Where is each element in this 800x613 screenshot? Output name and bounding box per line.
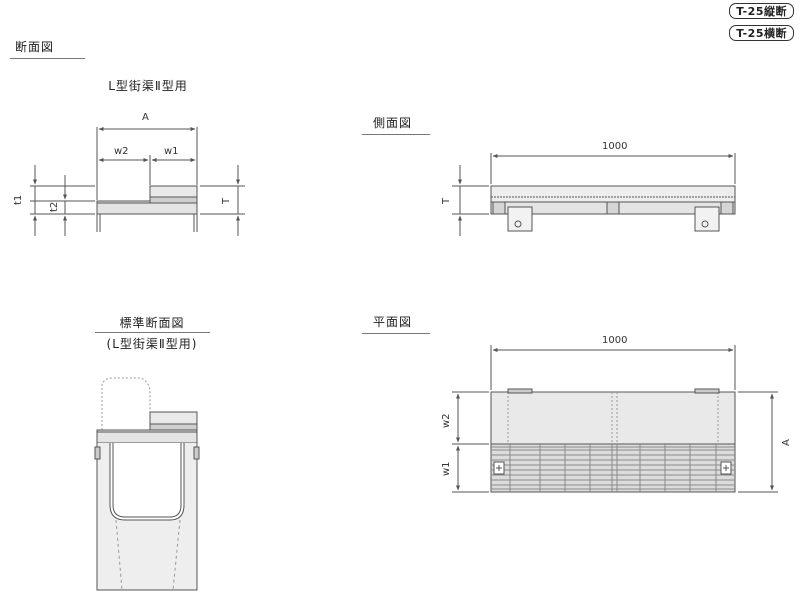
standard-section-subtitle: (L型街渠Ⅱ型用) xyxy=(106,337,198,351)
standard-section-title: 標準断面図 xyxy=(119,316,185,330)
plan-view-label: 平面図 xyxy=(373,315,413,329)
badge-t25-longitudinal: T-25縦断 xyxy=(729,3,794,19)
plan-dim-w2-label: w2 xyxy=(441,413,452,428)
badge-t25-transverse: T-25横断 xyxy=(729,25,794,41)
cross-section-title: L型街渠Ⅱ型用 xyxy=(108,79,188,93)
section-label: 断面図 xyxy=(15,40,55,54)
plan-view-rule xyxy=(362,333,430,334)
dim-t1-label: t1 xyxy=(13,195,24,205)
plan-grating-bars xyxy=(491,444,735,492)
dim-w2-label: w2 xyxy=(114,146,129,157)
plan-dim-A-label: A xyxy=(781,439,792,446)
dim-w1-label: w1 xyxy=(164,146,179,157)
dim-t2-label: t2 xyxy=(49,202,60,212)
cross-section-drawing xyxy=(30,127,245,236)
side-dim-T-label: T xyxy=(441,197,452,205)
dim-T-label: T xyxy=(221,197,232,205)
side-view-label: 側面図 xyxy=(373,116,413,130)
standard-section-rule xyxy=(95,332,210,333)
plan-dim-w1-label: w1 xyxy=(441,461,452,476)
dim-A-label: A xyxy=(142,112,149,123)
side-view-rule xyxy=(362,134,430,135)
side-view-drawing xyxy=(452,153,736,236)
side-dim-1000-label: 1000 xyxy=(602,141,627,152)
plan-view-drawing xyxy=(452,345,778,493)
standard-section-drawing xyxy=(94,377,200,591)
plan-bolt-markers xyxy=(493,461,732,475)
section-label-rule xyxy=(10,58,85,59)
plan-dim-1000-label: 1000 xyxy=(602,335,627,346)
